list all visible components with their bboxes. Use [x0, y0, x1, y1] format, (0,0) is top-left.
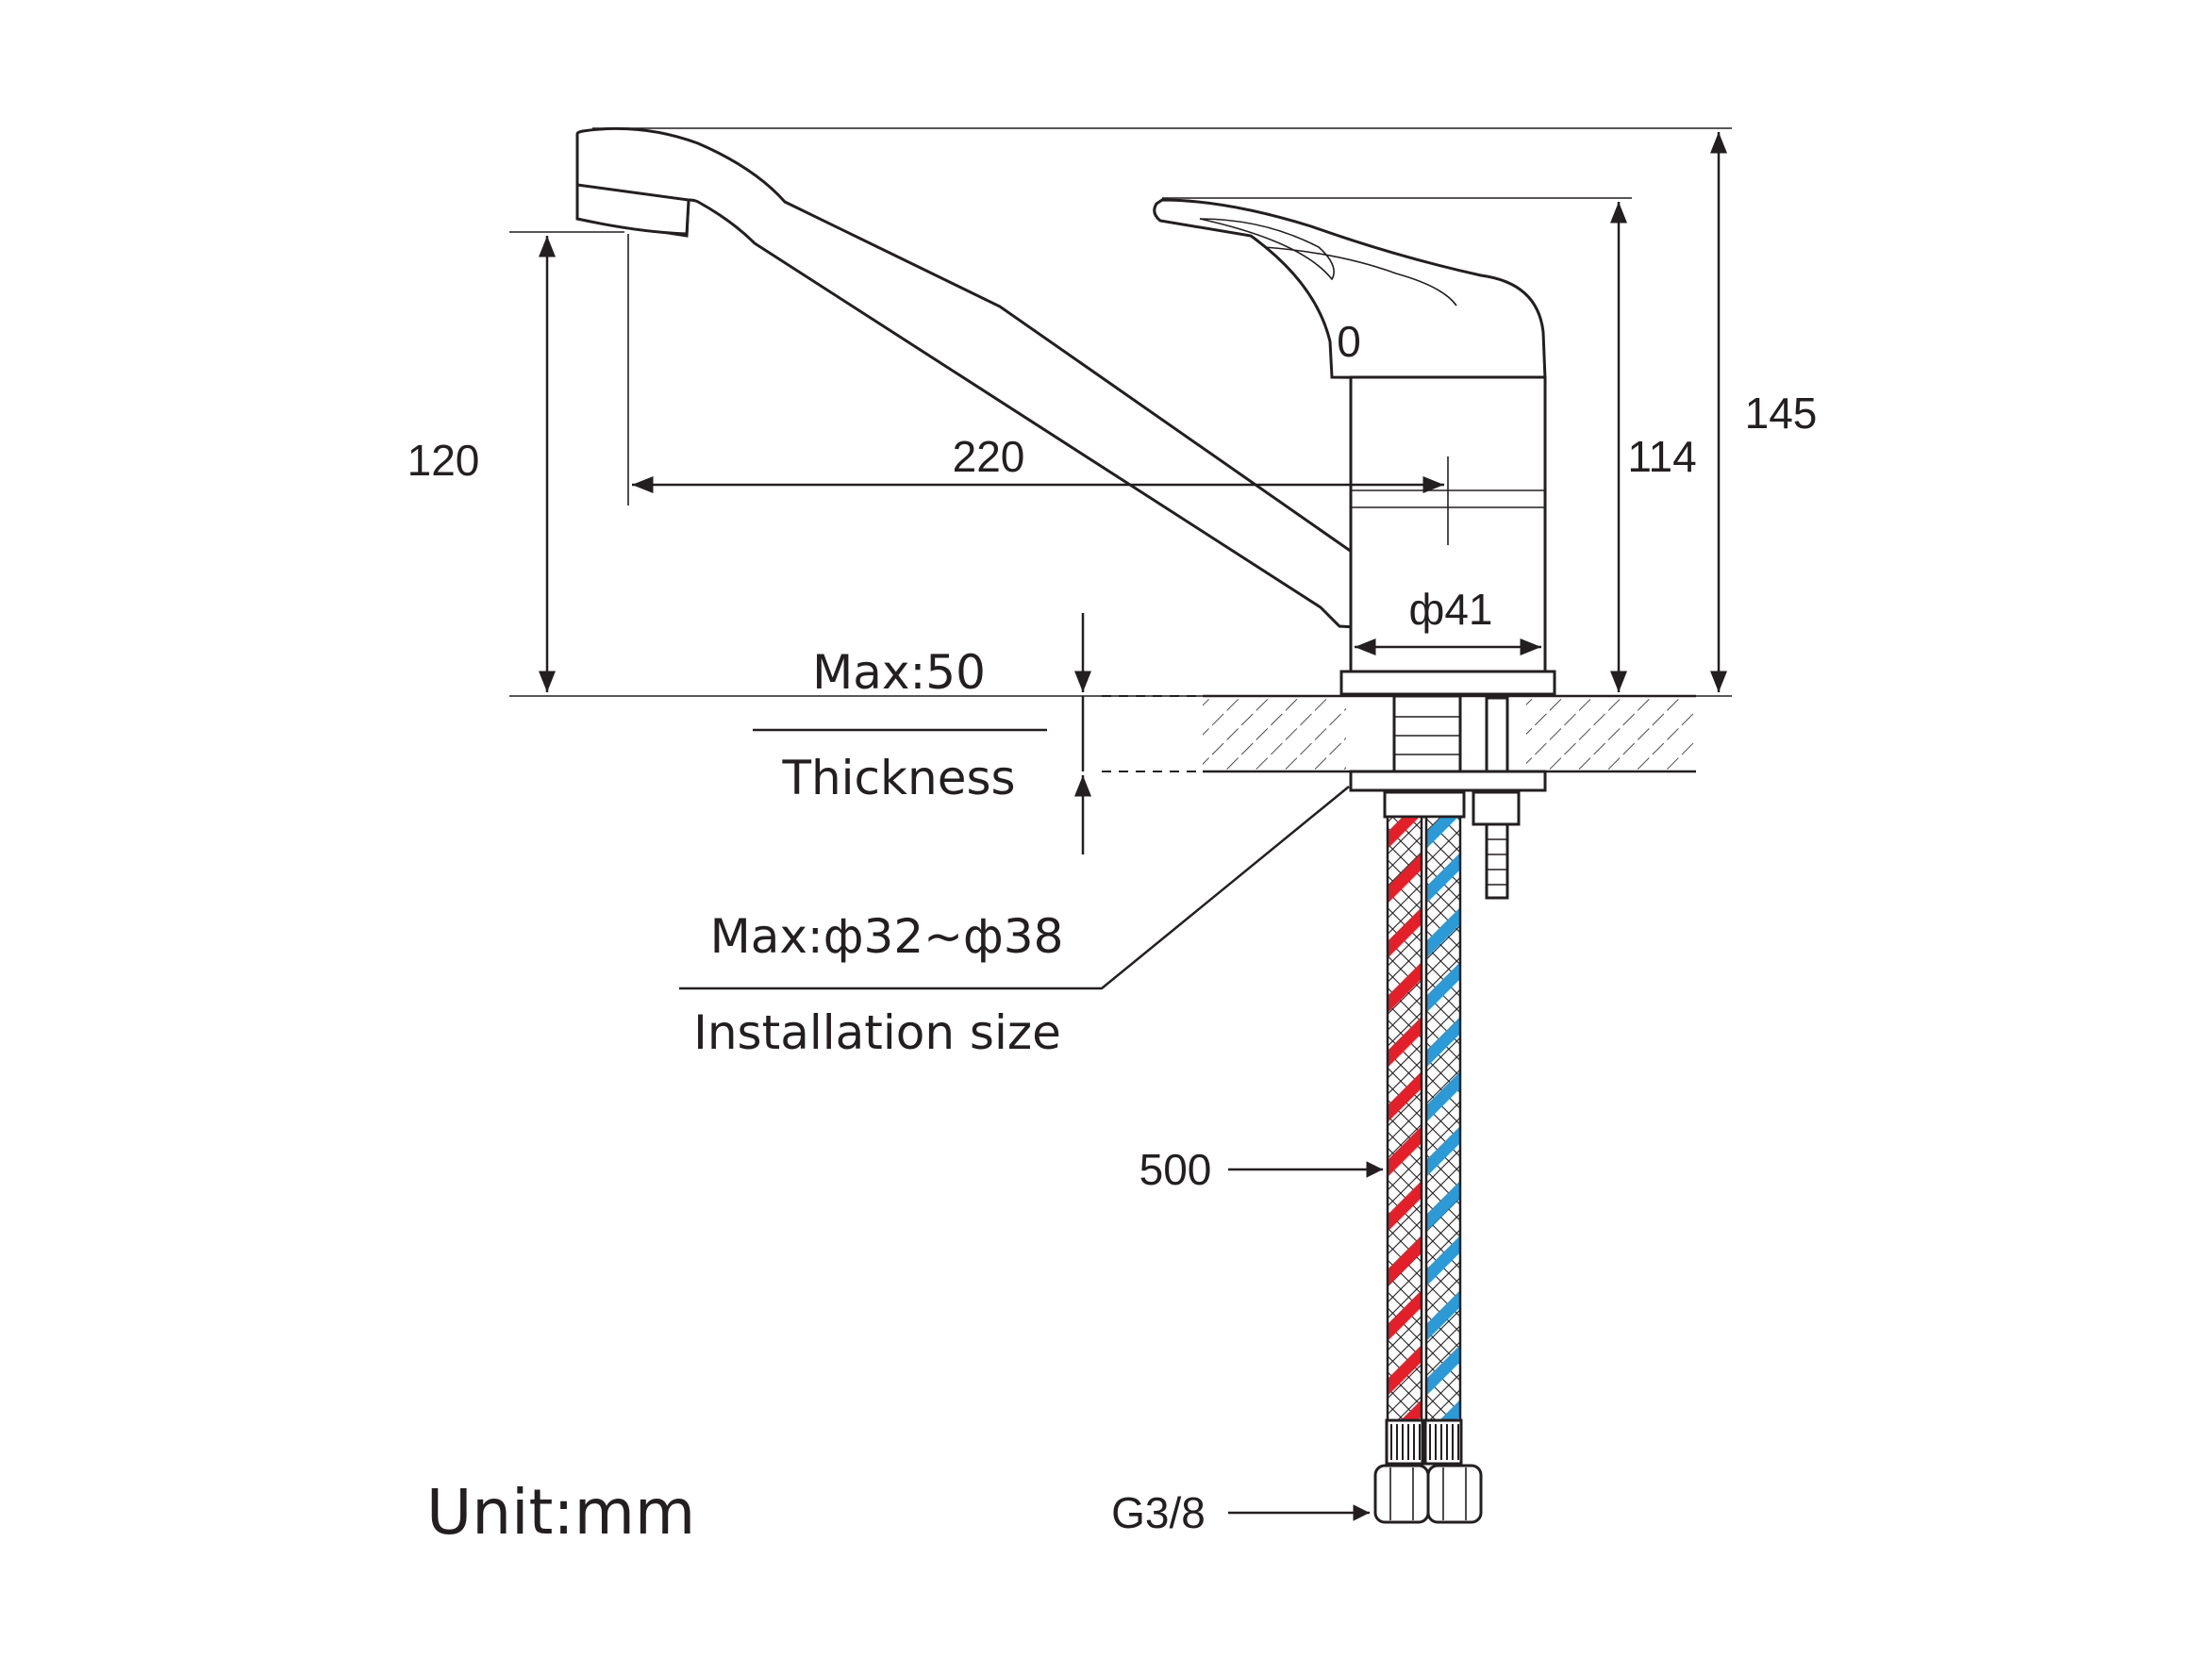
mounting-hardware	[1349, 694, 1547, 900]
mounting-stud-upper	[1485, 696, 1509, 773]
hose-stripe	[1426, 1181, 1460, 1232]
dim-spout-height: 120	[407, 231, 1203, 697]
handle-mark: 0	[1337, 317, 1361, 366]
dim-spout-height-value: 120	[407, 436, 480, 485]
cold-hose-crimp	[1423, 1418, 1463, 1466]
hot-water-hose	[1385, 815, 1424, 1466]
dim-thickness: Max:50 Thickness	[753, 613, 1203, 854]
hose-stripe	[1426, 1017, 1460, 1068]
hose-stripe	[1388, 907, 1422, 958]
hose-stripe	[1426, 962, 1460, 1013]
dim-body-diameter-value: ф41	[1408, 585, 1492, 634]
hose-stripe	[1401, 1400, 1422, 1420]
hose-stripe	[1388, 1345, 1422, 1396]
hose-stripe	[1388, 853, 1422, 904]
max-thickness-value: Max:50	[812, 645, 986, 700]
dim-spout-reach: 220	[627, 234, 1449, 545]
dim-total-height: 145	[592, 127, 1818, 697]
hose-stripe	[1426, 1290, 1460, 1341]
hose-stripe	[1426, 853, 1460, 904]
faucet-spout	[575, 126, 1374, 629]
hose-stripe	[1388, 817, 1420, 849]
hose-stripe	[1426, 817, 1458, 849]
faucet-handle-slot	[1199, 218, 1335, 281]
mounting-stud	[1485, 822, 1509, 900]
hose-stripe	[1426, 1126, 1460, 1177]
hot-hose-stripes	[1388, 817, 1422, 1420]
mounting-plate	[1349, 770, 1547, 792]
faucet-handle	[1153, 198, 1547, 381]
installation-size-label: Installation size	[693, 1005, 1061, 1060]
leader-line	[679, 786, 1350, 990]
mounting-nut	[1472, 790, 1521, 826]
thickness-label: Thickness	[781, 751, 1015, 805]
countertop-left-hatch	[1203, 696, 1346, 771]
hot-crimp-ribs	[1390, 1424, 1421, 1460]
hose-stripe	[1388, 1071, 1422, 1122]
hose-length-value: 500	[1139, 1145, 1212, 1194]
hose-stripe	[1388, 962, 1422, 1013]
hose-stripe	[1439, 1400, 1460, 1420]
dim-connector: G3/8	[1111, 1488, 1370, 1537]
dim-handle-height-value: 114	[1627, 432, 1696, 481]
cold-water-hose	[1423, 815, 1463, 1466]
hot-hose-nut	[1373, 1464, 1430, 1524]
hose-stripe	[1426, 1235, 1460, 1286]
dim-handle-height: 114	[1162, 197, 1697, 692]
hose-stripe	[1388, 1126, 1422, 1177]
cold-crimp-ribs	[1429, 1424, 1459, 1460]
hose-collar	[1383, 790, 1466, 819]
dim-spout-reach-value: 220	[953, 432, 1025, 481]
cold-hose-stripes	[1426, 817, 1460, 1420]
hose-stripe	[1426, 907, 1460, 958]
faucet-base-ring	[1339, 670, 1556, 696]
hot-hose-crimp	[1385, 1418, 1424, 1466]
max-hole-value: Max:ф32~ф38	[710, 909, 1064, 964]
dim-hose-length: 500	[1139, 1145, 1383, 1194]
faucet-aerator	[575, 183, 690, 236]
hose-stripe	[1388, 1290, 1422, 1341]
dim-body-diameter: ф41	[1355, 585, 1541, 655]
hose-stripe	[1388, 1017, 1422, 1068]
hose-stripe	[1426, 1345, 1460, 1396]
cold-hose-nut	[1426, 1464, 1483, 1524]
hose-stripe	[1426, 1071, 1460, 1122]
countertop	[1203, 694, 1696, 773]
dim-installation-size: Max:ф32~ф38 Installation size	[679, 786, 1350, 1060]
dim-total-height-value: 145	[1745, 389, 1818, 438]
faucet-handle-highlight	[1263, 246, 1457, 307]
hose-nuts	[1373, 1464, 1483, 1524]
hose-stripe	[1388, 1181, 1422, 1232]
mounting-shank	[1392, 694, 1462, 773]
countertop-right-hatch	[1526, 696, 1696, 771]
unit-label: Unit:mm	[426, 1476, 695, 1549]
connector-value: G3/8	[1111, 1488, 1206, 1537]
hose-stripe	[1388, 1235, 1422, 1286]
